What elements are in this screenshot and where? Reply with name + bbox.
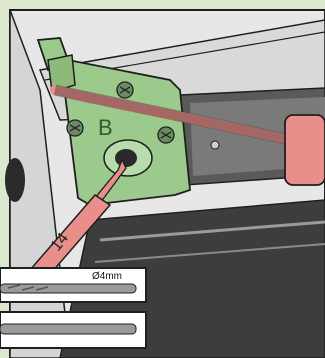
side-hole — [5, 158, 25, 202]
callout-label: Ø4mm — [92, 271, 122, 282]
plate-letter: B — [98, 115, 113, 140]
rod-icon — [0, 324, 136, 334]
screw-icon — [211, 141, 219, 149]
hole-center — [115, 149, 137, 167]
drill-chuck — [285, 115, 325, 185]
drill-bit-icon — [0, 284, 136, 293]
